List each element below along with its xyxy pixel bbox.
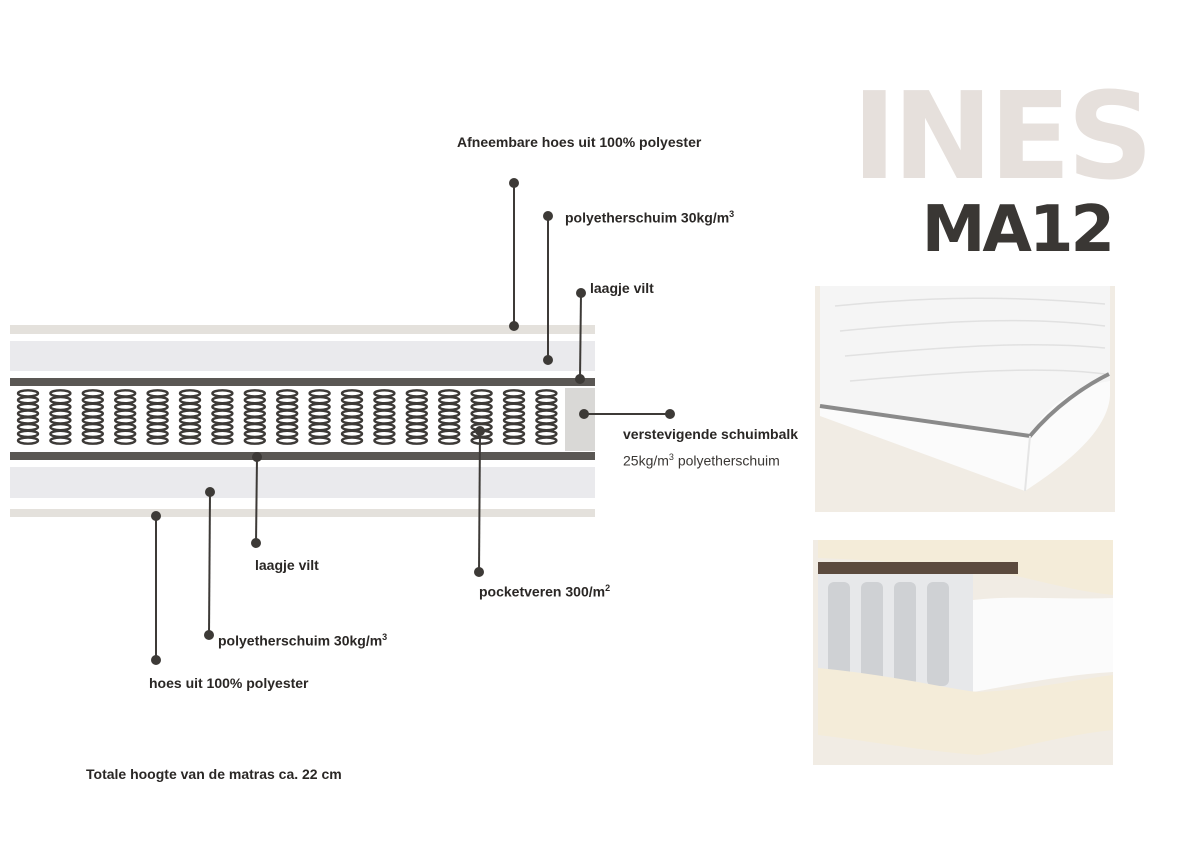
- felt-top-layer: [10, 378, 595, 386]
- label-pocket-sup: 2: [605, 583, 611, 593]
- spring-coil: [146, 389, 169, 445]
- leader-felt-top: [575, 288, 586, 384]
- spring-coil: [243, 389, 267, 445]
- leader-cover-top: [509, 178, 519, 331]
- label-edge-desc-sup: 3: [668, 452, 674, 462]
- cover-bottom-layer: [10, 509, 595, 517]
- spring-coil: [81, 389, 105, 445]
- pocket-springs: [16, 389, 558, 445]
- spring-coil: [211, 389, 234, 445]
- spring-coil: [308, 389, 331, 445]
- leader-pocket: [474, 426, 485, 577]
- label-edge-desc-tail: polyetherschuim: [673, 452, 780, 469]
- leader-foam-bottom: [204, 487, 215, 640]
- spring-coil: [16, 389, 40, 445]
- label-foam-bottom: polyetherschuim 30kg/m3: [218, 629, 387, 650]
- label-foam-bottom-sup: 3: [382, 632, 388, 642]
- spring-coil: [276, 389, 299, 445]
- leader-foam-top: [543, 211, 553, 365]
- label-foam-top: polyetherschuim 30kg/m3: [565, 206, 734, 227]
- spring-coil: [178, 389, 202, 445]
- spring-coil: [470, 389, 493, 445]
- foam-top-layer: [10, 341, 595, 371]
- label-edge-desc: 25kg/m3 polyetherschuim: [623, 449, 780, 470]
- cover-top-layer: [10, 325, 595, 334]
- label-edge-title: verstevigende schuimbalk: [623, 426, 799, 442]
- brand-title: INES: [852, 68, 1153, 207]
- felt-bottom-layer: [10, 452, 595, 460]
- spring-coil: [113, 389, 137, 445]
- label-felt-top: laagje vilt: [590, 280, 654, 296]
- label-felt-bottom: laagje vilt: [255, 557, 319, 573]
- mattress-photo: [815, 286, 1115, 512]
- foam-bottom-layer: [10, 467, 595, 498]
- spring-coil: [340, 389, 364, 445]
- total-height-note: Totale hoogte van de matras ca. 22 cm: [86, 766, 342, 782]
- leader-edge-foam: [579, 409, 675, 419]
- spring-coil: [502, 389, 526, 445]
- label-edge-desc-text: 25kg/m: [623, 452, 669, 469]
- model-title: MA12: [921, 193, 1115, 267]
- label-pocket-text: pocketveren 300/m: [479, 583, 606, 600]
- mattress-cross-section: [10, 178, 675, 665]
- label-foam-top-text: polyetherschuim 30kg/m: [565, 209, 730, 226]
- leader-felt-bottom: [251, 452, 262, 548]
- label-cover-bottom: hoes uit 100% polyester: [149, 675, 309, 691]
- spring-coil: [535, 389, 558, 445]
- spring-coil: [49, 389, 72, 445]
- label-foam-bottom-text: polyetherschuim 30kg/m: [218, 632, 383, 649]
- label-cover-top: Afneembare hoes uit 100% polyester: [457, 134, 702, 150]
- spring-coil: [373, 389, 396, 445]
- label-pocket: pocketveren 300/m2: [479, 580, 610, 601]
- cutaway-photo: [813, 540, 1113, 765]
- edge-foam-block: [565, 388, 595, 451]
- leader-cover-bottom: [151, 511, 161, 665]
- spring-coil: [438, 389, 461, 445]
- label-foam-top-sup: 3: [729, 209, 735, 219]
- spring-coil: [405, 389, 428, 445]
